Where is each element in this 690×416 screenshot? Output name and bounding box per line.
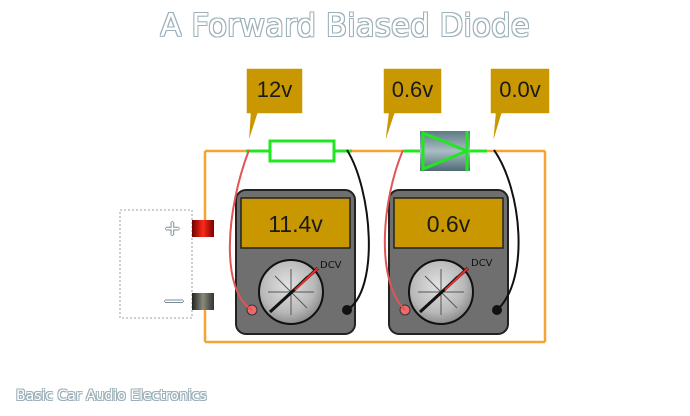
meter-resistor-mode: DCV (320, 260, 342, 271)
resistor (246, 139, 352, 163)
battery-negative-terminal (192, 293, 214, 310)
probe-tag-0-6v-label: 0.6v (391, 77, 434, 102)
probe-leads (228, 149, 520, 311)
meter-resistor-lcd (240, 197, 351, 249)
meter-resistor-reading: 11.4v (268, 211, 323, 237)
diode (404, 130, 487, 172)
probe-tag-12v-shape (245, 67, 304, 146)
meter-diode-lcd (393, 197, 504, 249)
probe-tag-0-0v-label: 0.0v (499, 77, 541, 102)
probe-tag-0-6v-shape (382, 67, 443, 148)
meter-diode-body (388, 189, 509, 335)
battery-positive-terminal (192, 220, 214, 237)
probe-tag-0-0v-shape (489, 67, 551, 148)
battery-minus-label: — (164, 288, 184, 312)
battery-plus-label: + (164, 216, 181, 240)
probe-tag-12v-label: 12v (256, 77, 293, 102)
meter-diode-reading: 0.6v (426, 211, 471, 237)
diagram-title: A Forward Biased Diode (160, 8, 530, 44)
meter-diode-mode: DCV (471, 258, 493, 269)
battery (119, 209, 214, 319)
meter-resistor-body (235, 189, 356, 335)
footer-credit: Basic Car Audio Electronics (16, 388, 207, 404)
